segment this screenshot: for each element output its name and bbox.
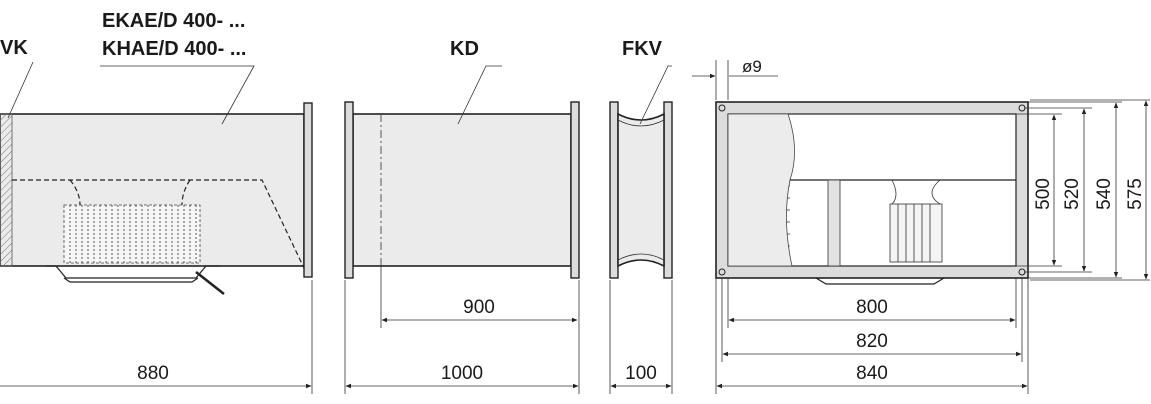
label-fkv: FKV	[622, 38, 663, 60]
dim-520: 520	[1062, 178, 1083, 210]
dim-575: 575	[1125, 178, 1146, 210]
fkv-connector-side-view	[609, 65, 673, 394]
fan-unit-front-view	[692, 60, 1150, 394]
dim-880: 880	[137, 363, 169, 384]
dim-820: 820	[856, 331, 888, 352]
fan-unit-side-view	[0, 61, 313, 394]
dim-540: 540	[1094, 178, 1115, 210]
dim-900: 900	[463, 297, 495, 318]
dim-100: 100	[625, 363, 657, 384]
label-vk: VK	[0, 37, 28, 59]
kd-silencer-side-view	[344, 65, 580, 394]
dim-840: 840	[856, 363, 888, 384]
dim-hole-diameter: ø9	[742, 57, 762, 76]
dim-800: 800	[856, 297, 888, 318]
dim-1000: 1000	[441, 363, 483, 384]
dim-500: 500	[1033, 178, 1054, 210]
label-kd: KD	[450, 38, 479, 60]
label-khae: KHAE/D 400- ...	[102, 38, 246, 60]
impeller-icon	[63, 204, 201, 264]
label-ekae: EKAE/D 400- ...	[102, 10, 245, 32]
